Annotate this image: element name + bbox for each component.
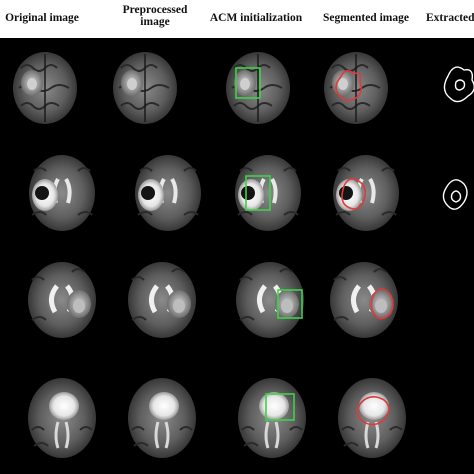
acm-init-contour [277,289,303,319]
original-image [26,376,98,460]
row-3 [28,262,398,338]
extracted-contour [443,66,474,103]
segmented-image [336,376,408,460]
segmented-image [323,51,389,125]
acm-initialization-image [236,262,304,338]
segmented-image [331,153,401,233]
preprocessed-image [112,51,178,125]
header-preprocessed-line2: image [140,16,170,28]
extracted-contour [442,179,468,210]
original-image [28,262,96,338]
original-image [27,153,97,233]
header-acm-initialization: ACM initialization [209,12,303,24]
image-grid [0,38,474,474]
column-header-bar: Original image Preprocessed image ACM in… [0,0,474,38]
segmented-contour [356,396,390,426]
acm-init-contour [235,67,261,99]
segmented-contour [341,178,367,210]
header-preprocessed-line1: Preprocessed [122,4,188,16]
row-4 [26,376,408,460]
preprocessed-image [133,153,203,233]
acm-init-contour [245,175,271,211]
acm-initialization-image [225,51,291,125]
acm-init-contour [265,393,295,421]
acm-initialization-image [236,376,308,460]
header-original-image: Original image [5,12,79,24]
preprocessed-image [128,262,196,338]
header-segmented-image: Segmented image [323,12,409,24]
row-1 [12,51,474,125]
segmented-contour [335,70,363,102]
original-image [12,51,78,125]
row-2 [27,153,468,233]
preprocessed-image [126,376,198,460]
segmented-contour [370,288,394,320]
segmented-image [330,262,398,338]
header-extracted: Extracted [426,12,474,24]
header-preprocessed-image: Preprocessed image [112,4,198,28]
acm-initialization-image [233,153,303,233]
